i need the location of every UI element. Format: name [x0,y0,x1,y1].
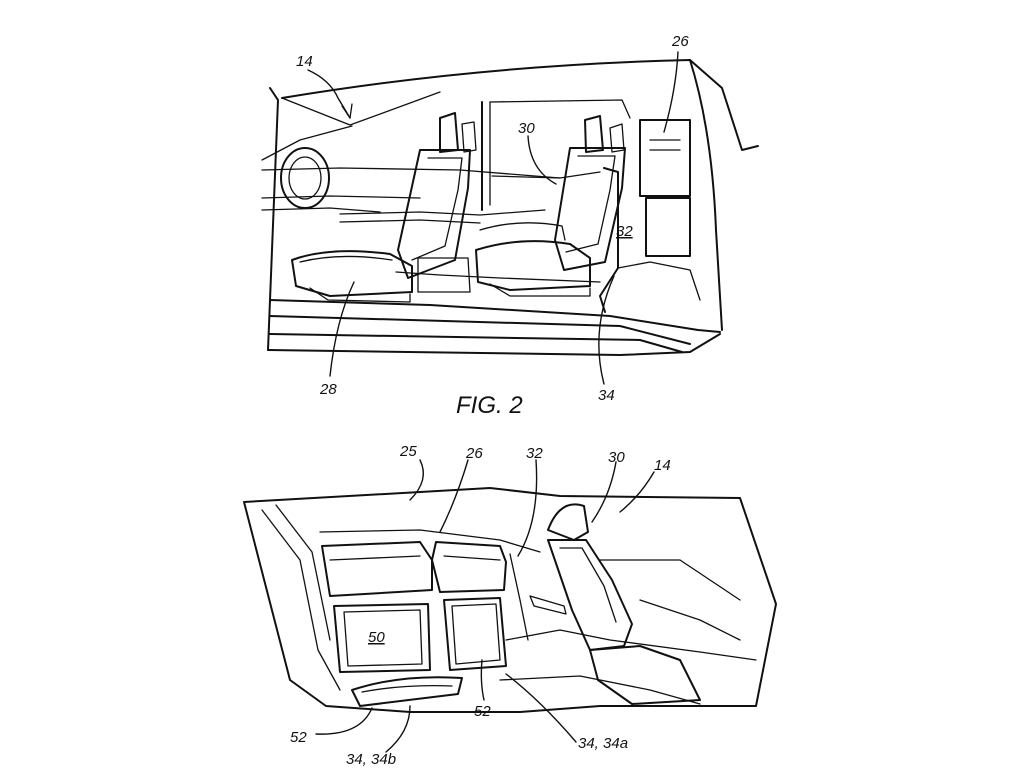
leader-52a [315,707,373,735]
front-seatback-inner [411,157,463,261]
rear-seat-base [489,283,591,297]
leader-34 [598,275,615,385]
rear-seat-cushion [475,240,591,291]
dashboard-mid [261,195,421,199]
rear-seatback [554,147,626,271]
seat-rail-box [417,257,471,293]
rear-seatback-inner [565,155,616,253]
windshield-header [281,91,441,126]
label-34: 34 [598,387,615,404]
lower-panel-50-inner [343,609,423,667]
figure-caption: FIG. 2 [456,392,523,419]
leader-30b [591,461,617,523]
leader-28 [329,281,355,377]
rear-pillar [689,59,723,331]
folding-tray [351,676,463,707]
rear-upper-panel [639,119,691,197]
rear-headrest [584,115,604,153]
sill-lower [269,333,683,353]
steering-wheel-inner [288,156,322,200]
arrow-14 [341,103,353,119]
cutaway-outline [243,487,777,713]
console-side [339,219,481,224]
front-body-edge [267,87,279,351]
lower-panel-52 [443,597,507,671]
front-seat-cushion [291,250,413,297]
door-trim [639,599,741,641]
rear-lower-panel [645,197,691,257]
roof-outline [281,59,759,151]
upper-seatback-right [431,541,507,593]
rear-header [319,529,541,553]
leader-32b [517,459,538,557]
upper-seatback-left [321,541,433,597]
leader-34b [385,705,411,753]
tray-edge [361,684,453,693]
steering-wheel [280,147,330,209]
label-52-left: 52 [290,729,307,746]
sill-upper [269,299,721,333]
sill-bottom [267,333,721,356]
leader-30 [527,135,557,185]
label-30: 30 [518,120,535,137]
rear-window-sill [491,171,601,179]
leader-14 [307,69,351,119]
lower-panel-50 [333,603,431,673]
leader-25 [409,459,424,501]
label-30-bottom: 30 [608,449,625,466]
front-cushion-rear-view [589,645,701,705]
floor-line [395,271,601,283]
label-32-bottom: 32 [526,445,543,462]
lower-panel-52-inner [451,603,501,665]
leader-26 [663,51,679,133]
leader-14b [619,471,655,513]
label-50: 50 [368,629,385,646]
label-34-34b: 34, 34b [346,751,396,768]
label-14: 14 [296,53,313,70]
seatback-seams [329,555,501,561]
door-handle [529,595,567,615]
rear-window-frame [489,99,631,119]
vehicle-interior-rear-view [243,487,777,713]
label-52-right: 52 [474,703,491,720]
front-headrest-rear-view [547,503,589,541]
label-26-bottom: 26 [465,445,483,462]
leader-52b [480,659,485,701]
left-pillar-inner [275,504,331,641]
front-cushion-edge [299,255,393,263]
front-seatback-rear-view [547,539,633,651]
label-26: 26 [671,33,689,50]
floor-front [499,675,701,705]
dashboard-top [261,167,561,179]
dashboard-low [261,207,381,213]
front-headrest-b [461,121,477,153]
front-seat-seam [559,547,617,623]
label-25: 25 [399,443,417,460]
rear-cushion-top [479,222,566,241]
top-leader-lines [307,51,679,385]
floor-edge [505,629,757,661]
label-14-bottom: 14 [654,457,671,474]
bottom-leader-lines [315,459,655,753]
label-32: 32 [616,223,633,240]
label-28: 28 [319,381,337,398]
front-seat-base [309,287,411,303]
door-pillar [509,553,529,641]
a-pillar [261,125,353,161]
leader-34a [505,673,577,743]
front-seatback [397,149,471,279]
front-headrest [439,112,459,153]
sill-mid [269,315,691,345]
leader-26b [439,459,469,533]
running-board [617,261,701,301]
label-34-34a: 34, 34a [578,735,628,752]
panel-detail [649,139,681,151]
console-top [339,209,546,216]
dash-line [599,559,741,601]
left-pillar [261,509,341,691]
vehicle-interior-side-view [261,59,759,356]
